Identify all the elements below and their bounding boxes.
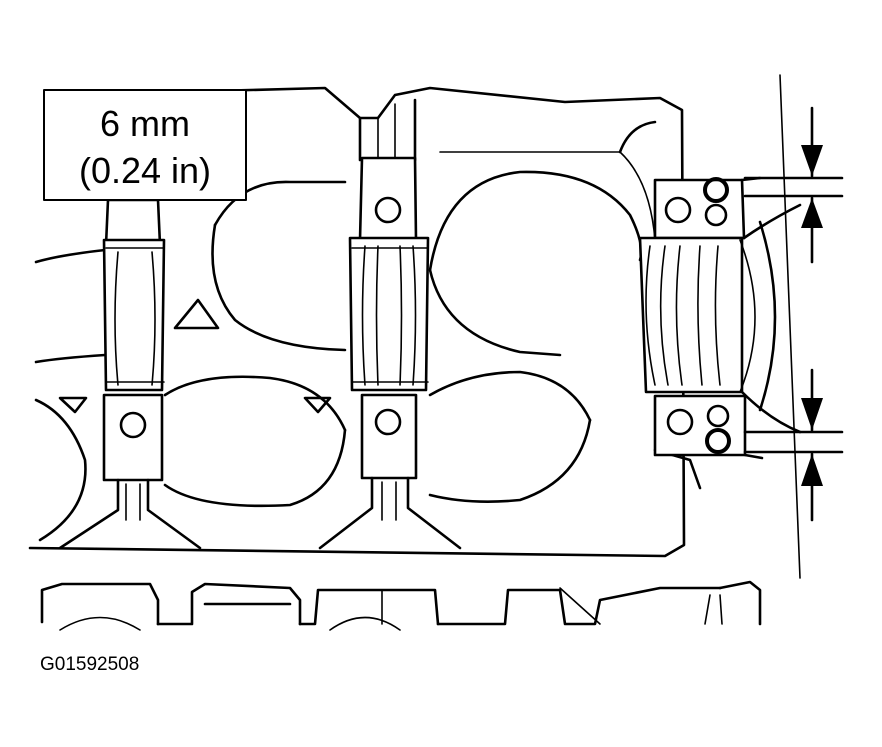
arrow-down-icon	[801, 145, 823, 176]
bearing-cap-center	[318, 98, 462, 550]
dimension-callout: 6 mm (0.24 in)	[43, 89, 247, 201]
arrow-up-icon	[801, 198, 823, 228]
arrow-down-icon	[801, 398, 823, 430]
callout-line-1: 6 mm	[100, 103, 190, 144]
dimension-indicators	[743, 74, 844, 579]
bearing-cap-left	[58, 198, 202, 550]
bearing-cap-right	[638, 176, 802, 460]
callout-line-2: (0.24 in)	[79, 150, 211, 191]
cylinder-bores	[163, 170, 643, 508]
figure-code: G01592508	[40, 654, 139, 675]
block-outline	[28, 86, 702, 558]
triangle-webs	[58, 298, 332, 414]
arrow-up-icon	[801, 454, 823, 486]
lower-pan-outline	[40, 580, 762, 631]
